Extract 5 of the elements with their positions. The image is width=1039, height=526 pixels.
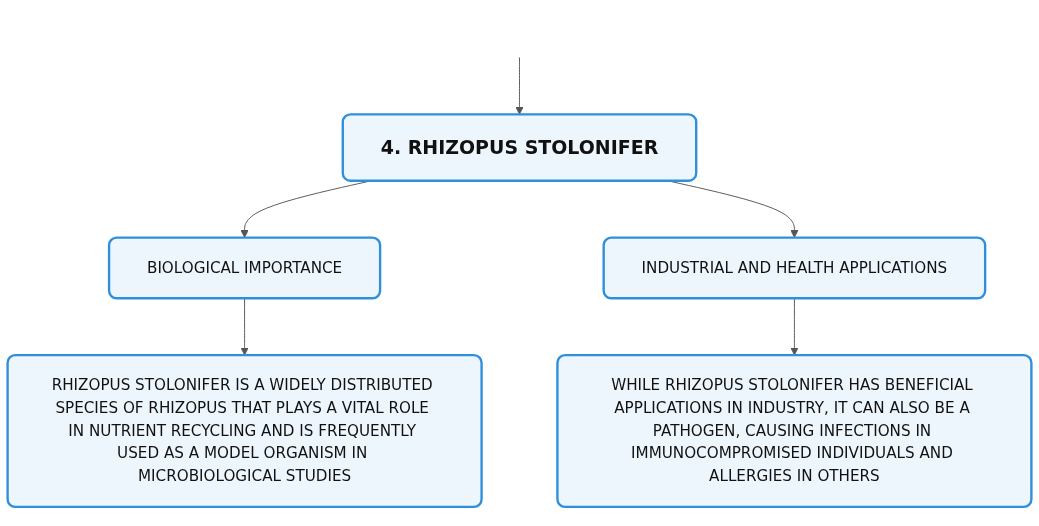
node-box: WHILE RHIZOPUS STOLONIFER HAS BENEFICIAL APPLICATIONS IN INDUSTRY, IT CAN ALSO BE A PATHOGEN, CAUSING INFECTIONS IN IMMUNOCOMPROMISED INDIVIDUALS AND ALLERGIES IN OTHERS <box>556 353 1033 508</box>
node-box: RHIZOPUS STOLONIFER IS A WIDELY DISTRIBUTED SPECIES OF RHIZOPUS THAT PLAYS A VITAL ROLE IN NUTRIENT RECYCLING AND IS FREQUENTLY USED AS A MODEL ORGANISM IN MICROBIOLOGICAL STUDIES <box>6 353 483 508</box>
node-box: BIOLOGICAL IMPORTANCE <box>107 236 382 300</box>
node-box: INDUSTRIAL AND HEALTH APPLICATIONS <box>602 236 987 300</box>
node-box: 4. RHIZOPUS STOLONIFER <box>341 112 698 182</box>
